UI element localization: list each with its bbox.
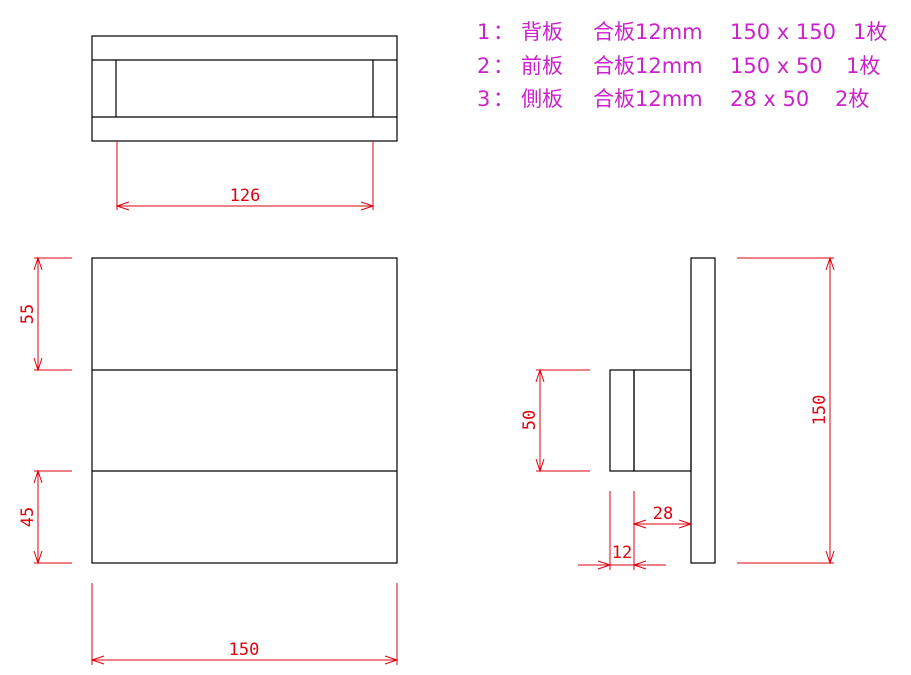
part-name: 側板 <box>521 87 563 111</box>
dimension-28: 28 <box>632 491 693 530</box>
dimension-label: 150 <box>810 395 830 426</box>
dimension-150-height: 150 <box>737 256 835 565</box>
part-separator: ： <box>493 20 514 44</box>
top-view: 126 <box>91 35 398 211</box>
dimension-45: 45 <box>18 469 72 565</box>
arrow-head <box>678 519 693 529</box>
front-view-outline <box>91 257 398 564</box>
dimension-label: 12 <box>612 543 632 563</box>
part-material: 合板12mm <box>593 20 703 44</box>
arrow-head <box>90 655 105 665</box>
arrow-head <box>384 655 399 665</box>
top-view-outline <box>91 35 398 142</box>
arrow-head <box>115 201 130 211</box>
arrow-head <box>33 357 43 372</box>
side-view-side-board <box>633 369 692 472</box>
arrow-head <box>33 469 43 484</box>
parts-list: 1 ： 背板 合板12mm 150 x 150 1枚 2 ： 前板 合板12mm… <box>477 20 887 111</box>
dimension-label: 126 <box>230 186 261 206</box>
dimension-label: 150 <box>229 640 260 660</box>
arrow-head <box>535 368 545 383</box>
arrow-head <box>33 550 43 565</box>
part-quantity: 1枚 <box>846 54 880 78</box>
part-name: 前板 <box>521 54 563 78</box>
parts-list-row-3: 3 ： 側板 合板12mm 28 x 50 2枚 <box>477 87 869 111</box>
dimension-150-width: 150 <box>90 583 399 665</box>
arrow-head <box>825 550 835 565</box>
dimension-label: 50 <box>520 410 540 430</box>
dimension-126: 126 <box>115 141 375 211</box>
part-name: 背板 <box>521 20 563 44</box>
part-material: 合板12mm <box>593 87 703 111</box>
front-view: 55 45 150 <box>18 256 399 665</box>
part-number: 3 <box>477 87 490 111</box>
side-view: 50 150 28 12 <box>520 256 835 570</box>
dimension-50: 50 <box>520 368 590 473</box>
dimension-55: 55 <box>18 256 72 372</box>
side-view-front-board <box>609 369 635 472</box>
part-number: 1 <box>477 20 490 44</box>
part-size: 28 x 50 <box>730 87 809 111</box>
part-size: 150 x 150 <box>730 20 836 44</box>
part-separator: ： <box>493 87 514 111</box>
part-quantity: 1枚 <box>853 20 887 44</box>
arrow-head <box>632 560 647 570</box>
parts-list-row-2: 2 ： 前板 合板12mm 150 x 50 1枚 <box>477 54 880 78</box>
arrow-head <box>535 458 545 473</box>
part-size: 150 x 50 <box>730 54 823 78</box>
dimension-label: 45 <box>18 507 38 527</box>
arrow-head <box>33 256 43 271</box>
arrow-head <box>825 256 835 271</box>
part-separator: ： <box>493 54 514 78</box>
arrow-head <box>360 201 375 211</box>
part-number: 2 <box>477 54 490 78</box>
dimension-label: 28 <box>653 504 673 524</box>
dimension-12: 12 <box>578 491 666 570</box>
parts-list-row-1: 1 ： 背板 合板12mm 150 x 150 1枚 <box>477 20 887 44</box>
dimension-label: 55 <box>18 304 38 324</box>
arrow-head <box>632 519 647 529</box>
side-view-back-board <box>690 257 716 564</box>
part-material: 合板12mm <box>593 54 703 78</box>
part-quantity: 2枚 <box>835 87 869 111</box>
arrow-head <box>597 560 612 570</box>
